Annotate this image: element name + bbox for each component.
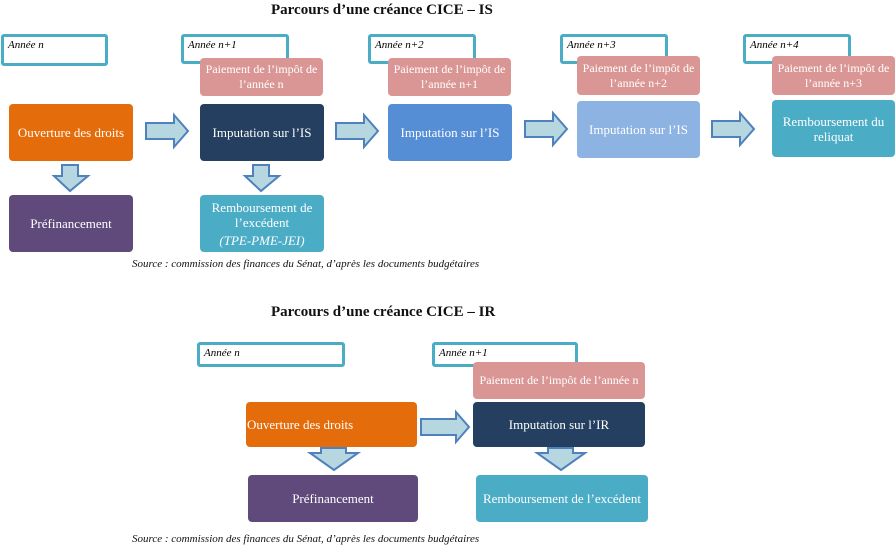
is-step-remboursement-reliquat: Remboursement du reliquat [772, 100, 895, 157]
ir-step-imputation: Imputation sur l’IR [473, 402, 645, 447]
ir-step-ouverture: Ouverture des droits [246, 402, 417, 447]
ir-payment-box-n: Paiement de l’impôt de l’année n [473, 362, 645, 399]
is-diagram-title: Parcours d’une créance CICE – IS [271, 2, 493, 18]
ir-arrow-down-remboursement [533, 447, 589, 472]
is-box-remboursement-excedent: Remboursement de l’excédent (TPE-PME-JEI… [200, 195, 324, 252]
ir-box-prefinancement: Préfinancement [248, 475, 418, 522]
is-arrow-down-remboursement [242, 164, 282, 193]
is-step-imputation-n1: Imputation sur l’IS [200, 104, 324, 161]
is-step-imputation-n2: Imputation sur l’IS [388, 104, 512, 161]
is-payment-box-n3: Paiement de l’impôt de l’année n+3 [772, 56, 895, 95]
is-refund-note: (TPE-PME-JEI) [219, 232, 305, 248]
is-arrow-right-4 [711, 110, 756, 148]
ir-year-label-n: Année n [197, 342, 345, 367]
is-arrow-right-2 [335, 112, 380, 150]
ir-diagram-title: Parcours d’une créance CICE – IR [271, 304, 496, 320]
is-step-ouverture: Ouverture des droits [9, 104, 133, 161]
is-payment-box-n: Paiement de l’impôt de l’année n [200, 58, 323, 96]
ir-arrow-right [420, 409, 471, 445]
is-payment-box-n2: Paiement de l’impôt de l’année n+2 [577, 56, 700, 95]
is-payment-box-n1: Paiement de l’impôt de l’année n+1 [388, 58, 511, 96]
is-arrow-down-prefinancement [51, 164, 91, 193]
is-arrow-right-1 [145, 112, 190, 150]
is-step-imputation-n3: Imputation sur l’IS [577, 101, 700, 158]
ir-box-remboursement-excedent: Remboursement de l’excédent [476, 475, 648, 522]
is-box-prefinancement: Préfinancement [9, 195, 133, 252]
is-year-label-n: Année n [1, 34, 108, 66]
ir-source-note: Source : commission des finances du Séna… [132, 533, 480, 545]
is-arrow-right-3 [524, 110, 569, 148]
ir-arrow-down-prefinancement [306, 447, 362, 472]
is-source-note: Source : commission des finances du Séna… [132, 258, 480, 270]
